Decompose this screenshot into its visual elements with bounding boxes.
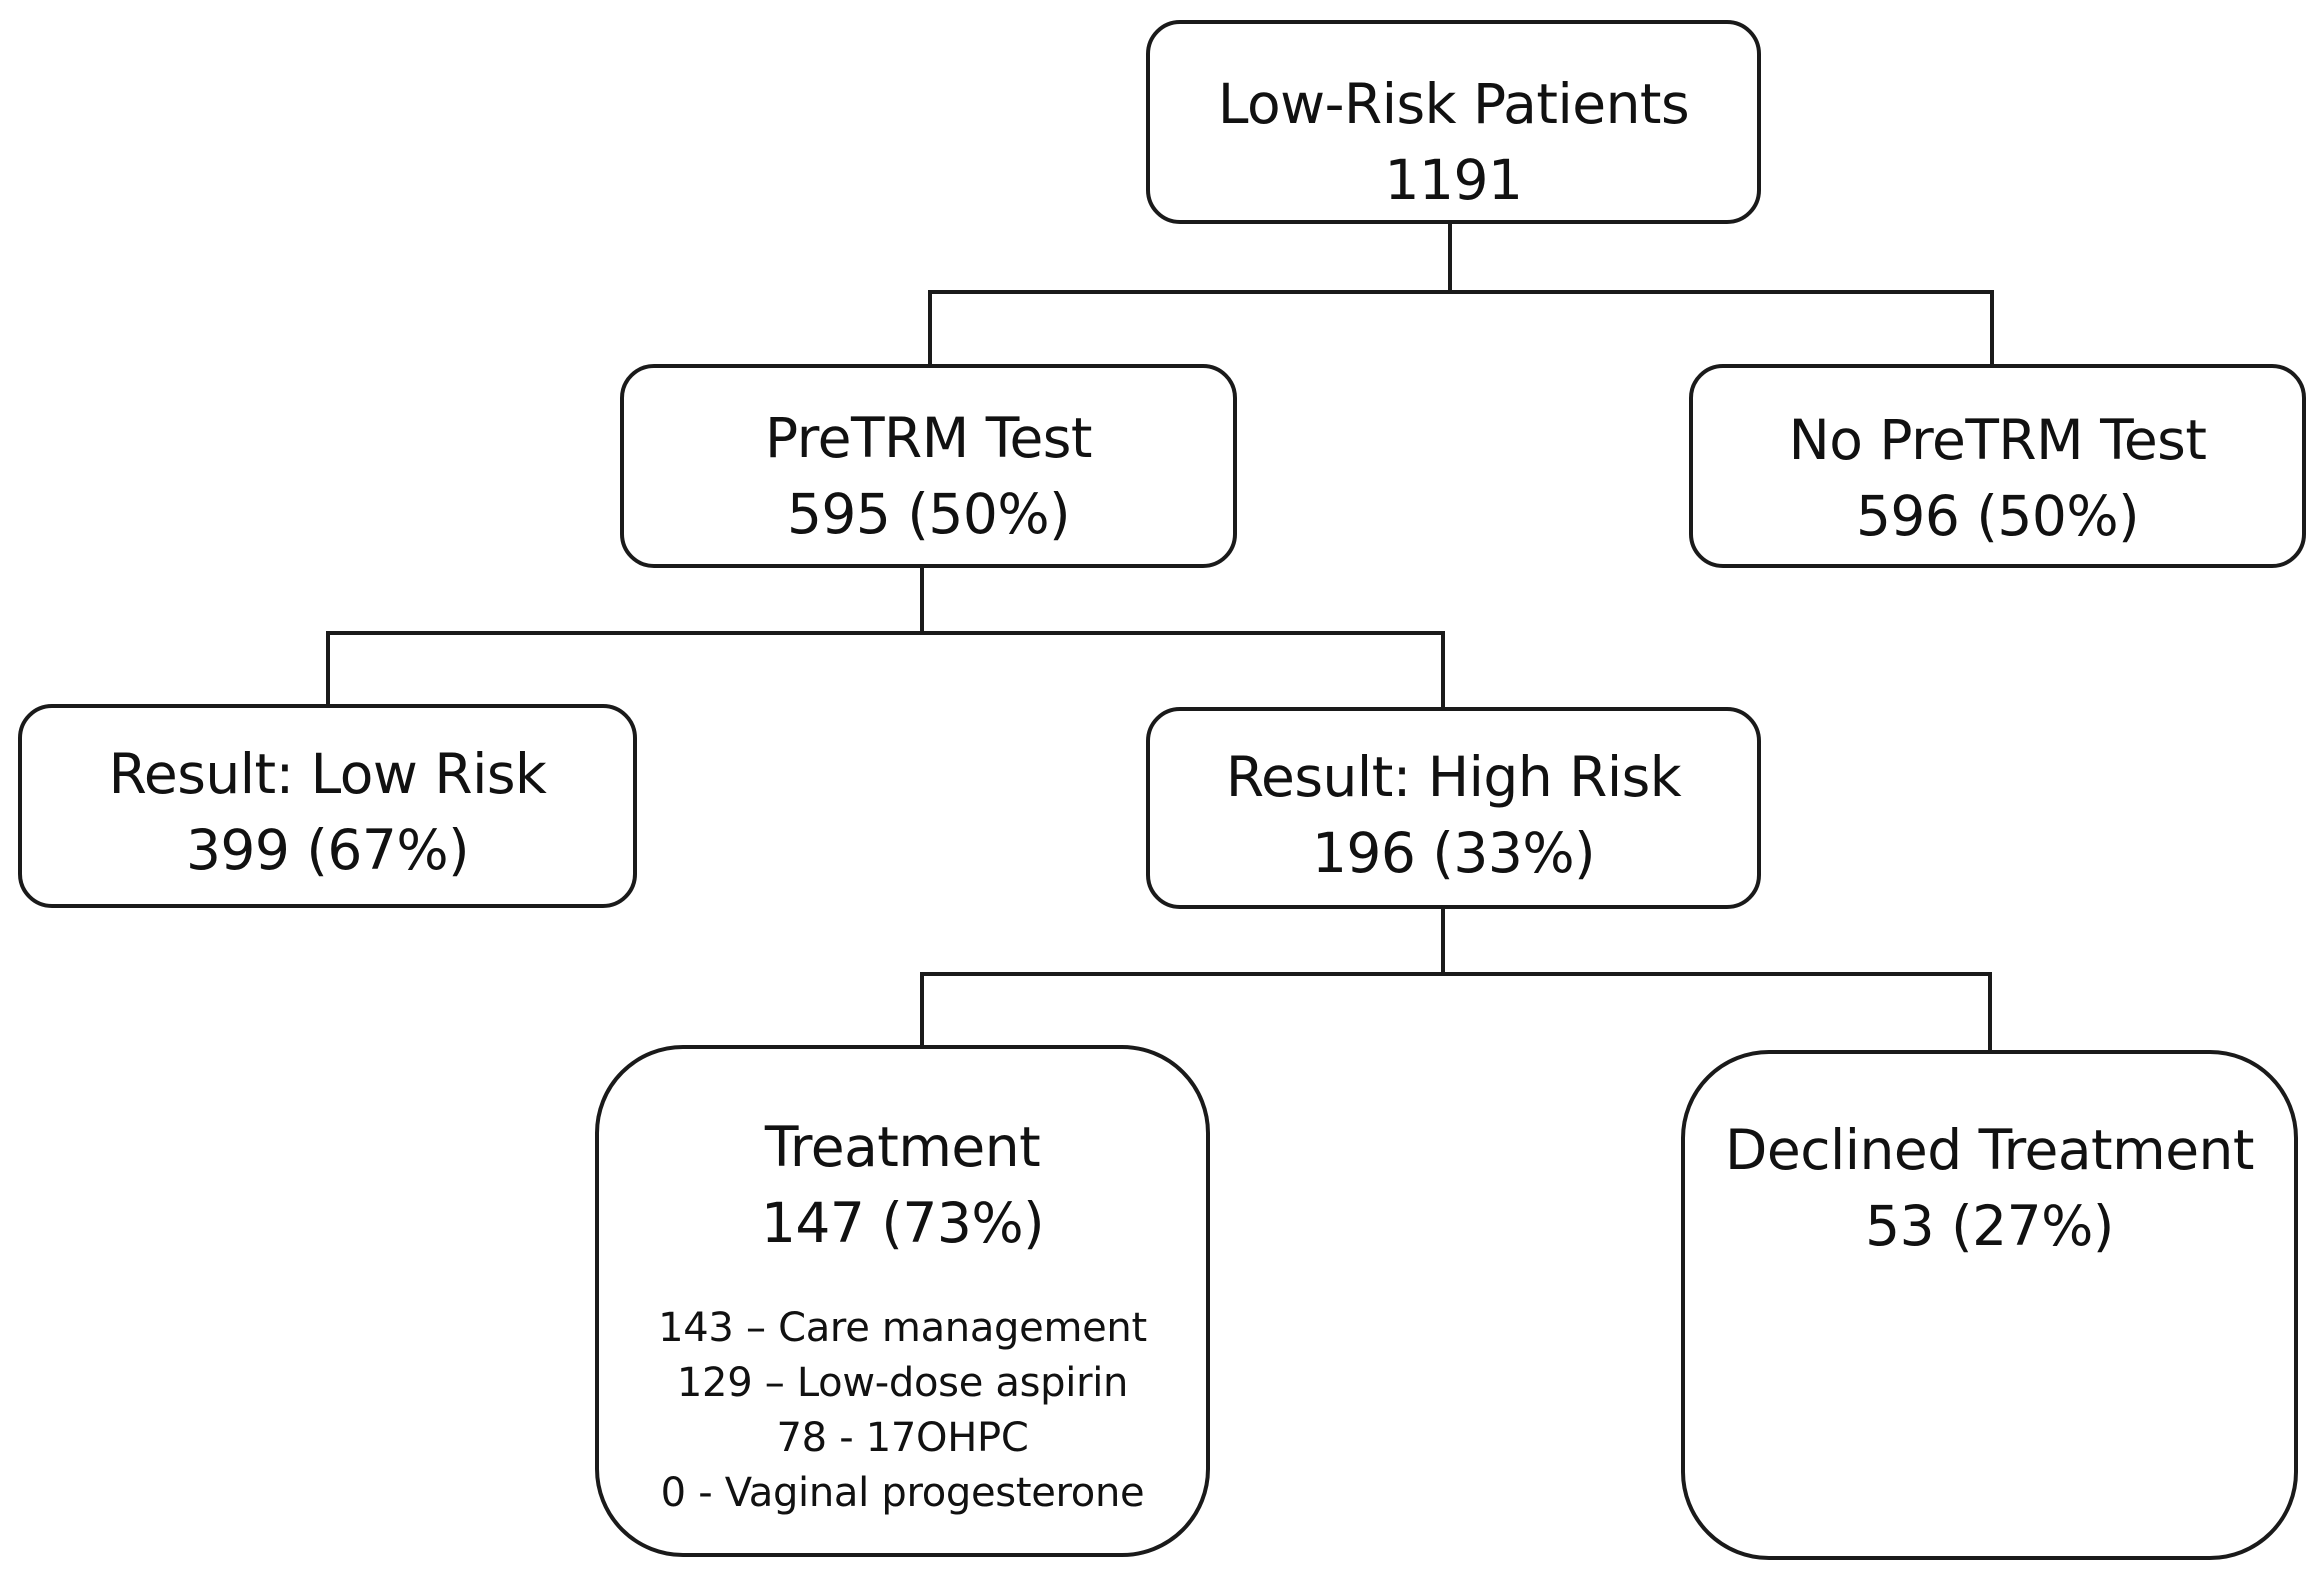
declined-treatment-count: 53 (27%) — [1865, 1194, 2114, 1258]
connector-pretrm — [326, 566, 1445, 709]
result-low-risk-count: 399 (67%) — [185, 818, 470, 882]
no-pretrm-test-box: No PreTRM Test 596 (50%) — [1689, 364, 2306, 568]
treatment-detail-item: 129 – Low-dose aspirin — [676, 1360, 1129, 1406]
connector-root — [928, 222, 1994, 366]
result-high-risk-box: Result: High Risk 196 (33%) — [1146, 707, 1761, 909]
treatment-title: Treatment — [764, 1115, 1041, 1179]
connector-high-risk — [920, 907, 1992, 1052]
declined-treatment-title: Declined Treatment — [1725, 1118, 2254, 1182]
declined-treatment-box: Declined Treatment 53 (27%) — [1681, 1050, 2298, 1560]
pretrm-test-box: PreTRM Test 595 (50%) — [620, 364, 1237, 568]
result-high-risk-title: Result: High Risk — [1225, 745, 1682, 809]
result-low-risk-title: Result: Low Risk — [108, 742, 547, 806]
treatment-detail-item: 143 – Care management — [658, 1305, 1147, 1351]
treatment-details-list: 143 – Care management 129 – Low-dose asp… — [599, 1301, 1206, 1521]
result-high-risk-count: 196 (33%) — [1311, 821, 1596, 885]
low-risk-patients-title: Low-Risk Patients — [1217, 72, 1690, 136]
treatment-box: Treatment 147 (73%) 143 – Care managemen… — [595, 1045, 1210, 1557]
treatment-detail-item: 0 - Vaginal progesterone — [660, 1470, 1145, 1516]
no-pretrm-test-count: 596 (50%) — [1855, 484, 2140, 548]
low-risk-patients-count: 1191 — [1384, 148, 1523, 212]
low-risk-patients-box: Low-Risk Patients 1191 — [1146, 20, 1761, 224]
pretrm-test-title: PreTRM Test — [765, 406, 1093, 470]
result-low-risk-box: Result: Low Risk 399 (67%) — [18, 704, 637, 908]
no-pretrm-test-title: No PreTRM Test — [1788, 408, 2207, 472]
pretrm-test-count: 595 (50%) — [786, 482, 1071, 546]
treatment-count: 147 (73%) — [760, 1191, 1045, 1255]
treatment-detail-item: 78 - 17OHPC — [776, 1415, 1029, 1461]
